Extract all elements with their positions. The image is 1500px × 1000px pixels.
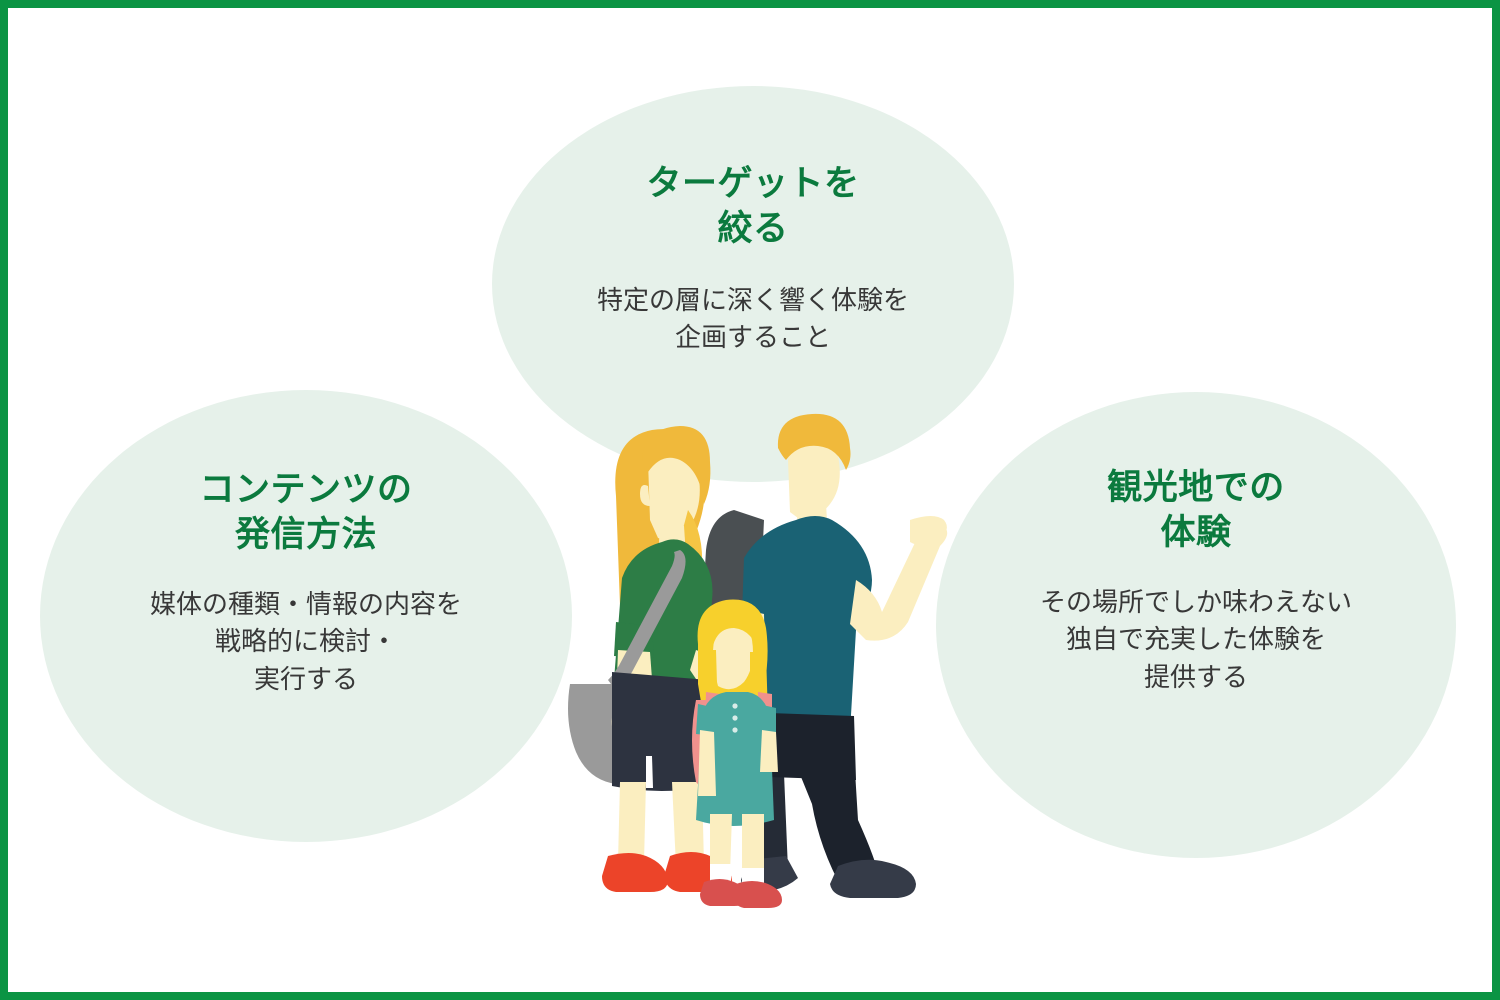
- child-leg-left: [710, 814, 732, 874]
- father-hand: [910, 516, 947, 546]
- bubble-experience-title: 観光地での 体験: [1107, 468, 1285, 552]
- family-tourists-illustration: [568, 413, 948, 908]
- frame-border-bottom: [0, 992, 1500, 1000]
- child-sleeve-right: [758, 704, 776, 736]
- frame-border-top: [0, 0, 1500, 8]
- mother-hair-front: [642, 426, 711, 504]
- child-hair-front: [705, 604, 764, 658]
- child-sleeve-left: [696, 704, 716, 736]
- father-shirt: [738, 516, 872, 732]
- mother-skirt: [612, 672, 710, 791]
- bubble-content: コンテンツの 発信方法 媒体の種類・情報の内容を 戦略的に検討・ 実行する: [40, 390, 572, 842]
- child-arm-right: [760, 730, 778, 772]
- mother-ear: [640, 485, 650, 506]
- mother-figure: [568, 426, 737, 892]
- child-leg-right: [742, 814, 764, 878]
- mother-bag-strap: [608, 550, 686, 688]
- child-dress-buttons: [732, 703, 738, 733]
- child-shoe-right: [732, 881, 782, 908]
- bubble-target-title: ターゲットを 絞る: [646, 164, 860, 248]
- mother-skirt-slit: [646, 756, 653, 788]
- child-arm-left: [698, 730, 716, 796]
- mother-leg-left: [618, 782, 646, 862]
- bubble-experience: 観光地での 体験 その場所でしか味わえない 独自で充実した体験を 提供する: [936, 392, 1456, 858]
- child-figure: [692, 599, 782, 908]
- frame-border-left: [0, 0, 8, 1000]
- bubble-target: ターゲットを 絞る 特定の層に深く響く体験を 企画すること: [492, 86, 1014, 482]
- father-shoe-front: [830, 859, 916, 898]
- father-head: [788, 425, 840, 519]
- father-arm-pointing: [850, 522, 948, 641]
- child-face: [712, 615, 753, 690]
- bubble-content-title: コンテンツの 発信方法: [199, 470, 413, 554]
- mother-shoe-left: [602, 853, 668, 892]
- bubble-experience-body: その場所でしか味わえない 独自で充実した体験を 提供する: [1039, 586, 1352, 692]
- frame-border-right: [1492, 0, 1500, 1000]
- bubble-target-body: 特定の層に深く響く体験を 企画すること: [596, 284, 909, 353]
- mother-leg-right: [672, 782, 704, 866]
- bubble-content-body: 媒体の種類・情報の内容を 戦略的に検討・ 実行する: [149, 588, 462, 694]
- father-hair: [777, 413, 851, 470]
